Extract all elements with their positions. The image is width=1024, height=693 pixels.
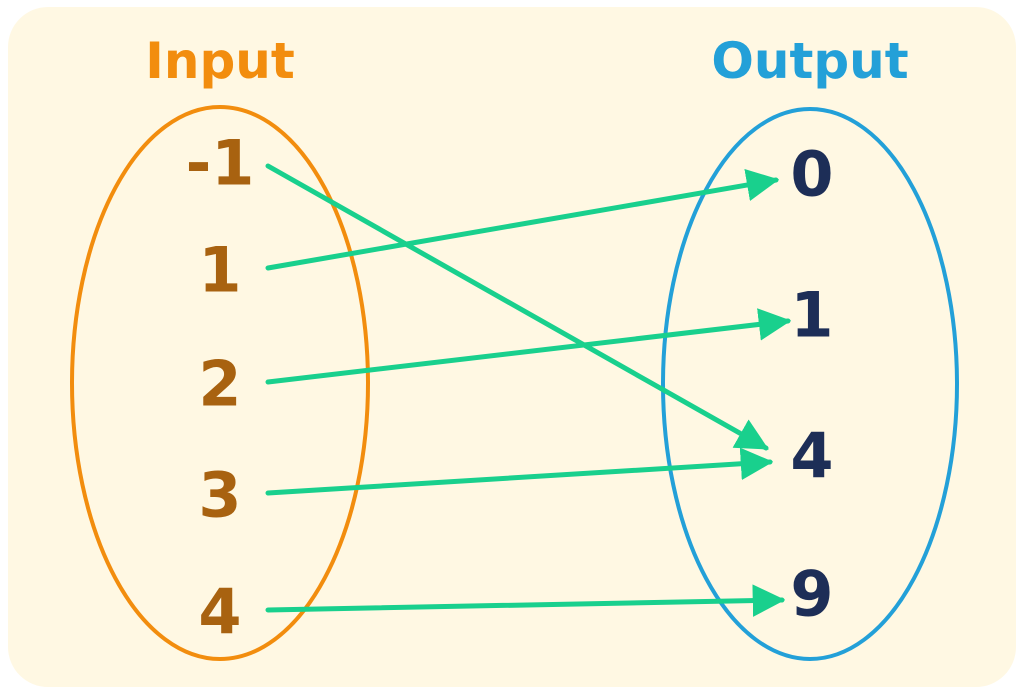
input-title: Input (145, 32, 295, 90)
mapping-arrows-group (265, 163, 792, 617)
output-value: 4 (790, 420, 833, 493)
output-set-ellipse (661, 107, 959, 661)
input-value: 1 (198, 234, 241, 307)
diagram-panel (8, 7, 1016, 687)
mapping-arrow (265, 447, 774, 496)
output-value: 0 (790, 138, 833, 211)
input-values-group: -1 1 2 3 4 (186, 127, 255, 649)
input-value: 4 (198, 576, 241, 649)
mapping-arrow (265, 584, 786, 617)
mapping-arrow (265, 163, 769, 451)
mapping-arrow (265, 168, 780, 271)
output-values-group: 0 1 4 9 (790, 138, 833, 631)
input-set-ellipse (70, 105, 370, 661)
mapping-arrow (265, 308, 792, 385)
output-title: Output (711, 32, 908, 90)
input-value: 2 (198, 348, 241, 421)
output-value: 1 (790, 279, 833, 352)
input-value: 3 (198, 459, 241, 532)
input-value: -1 (186, 127, 255, 200)
output-value: 9 (790, 558, 833, 631)
